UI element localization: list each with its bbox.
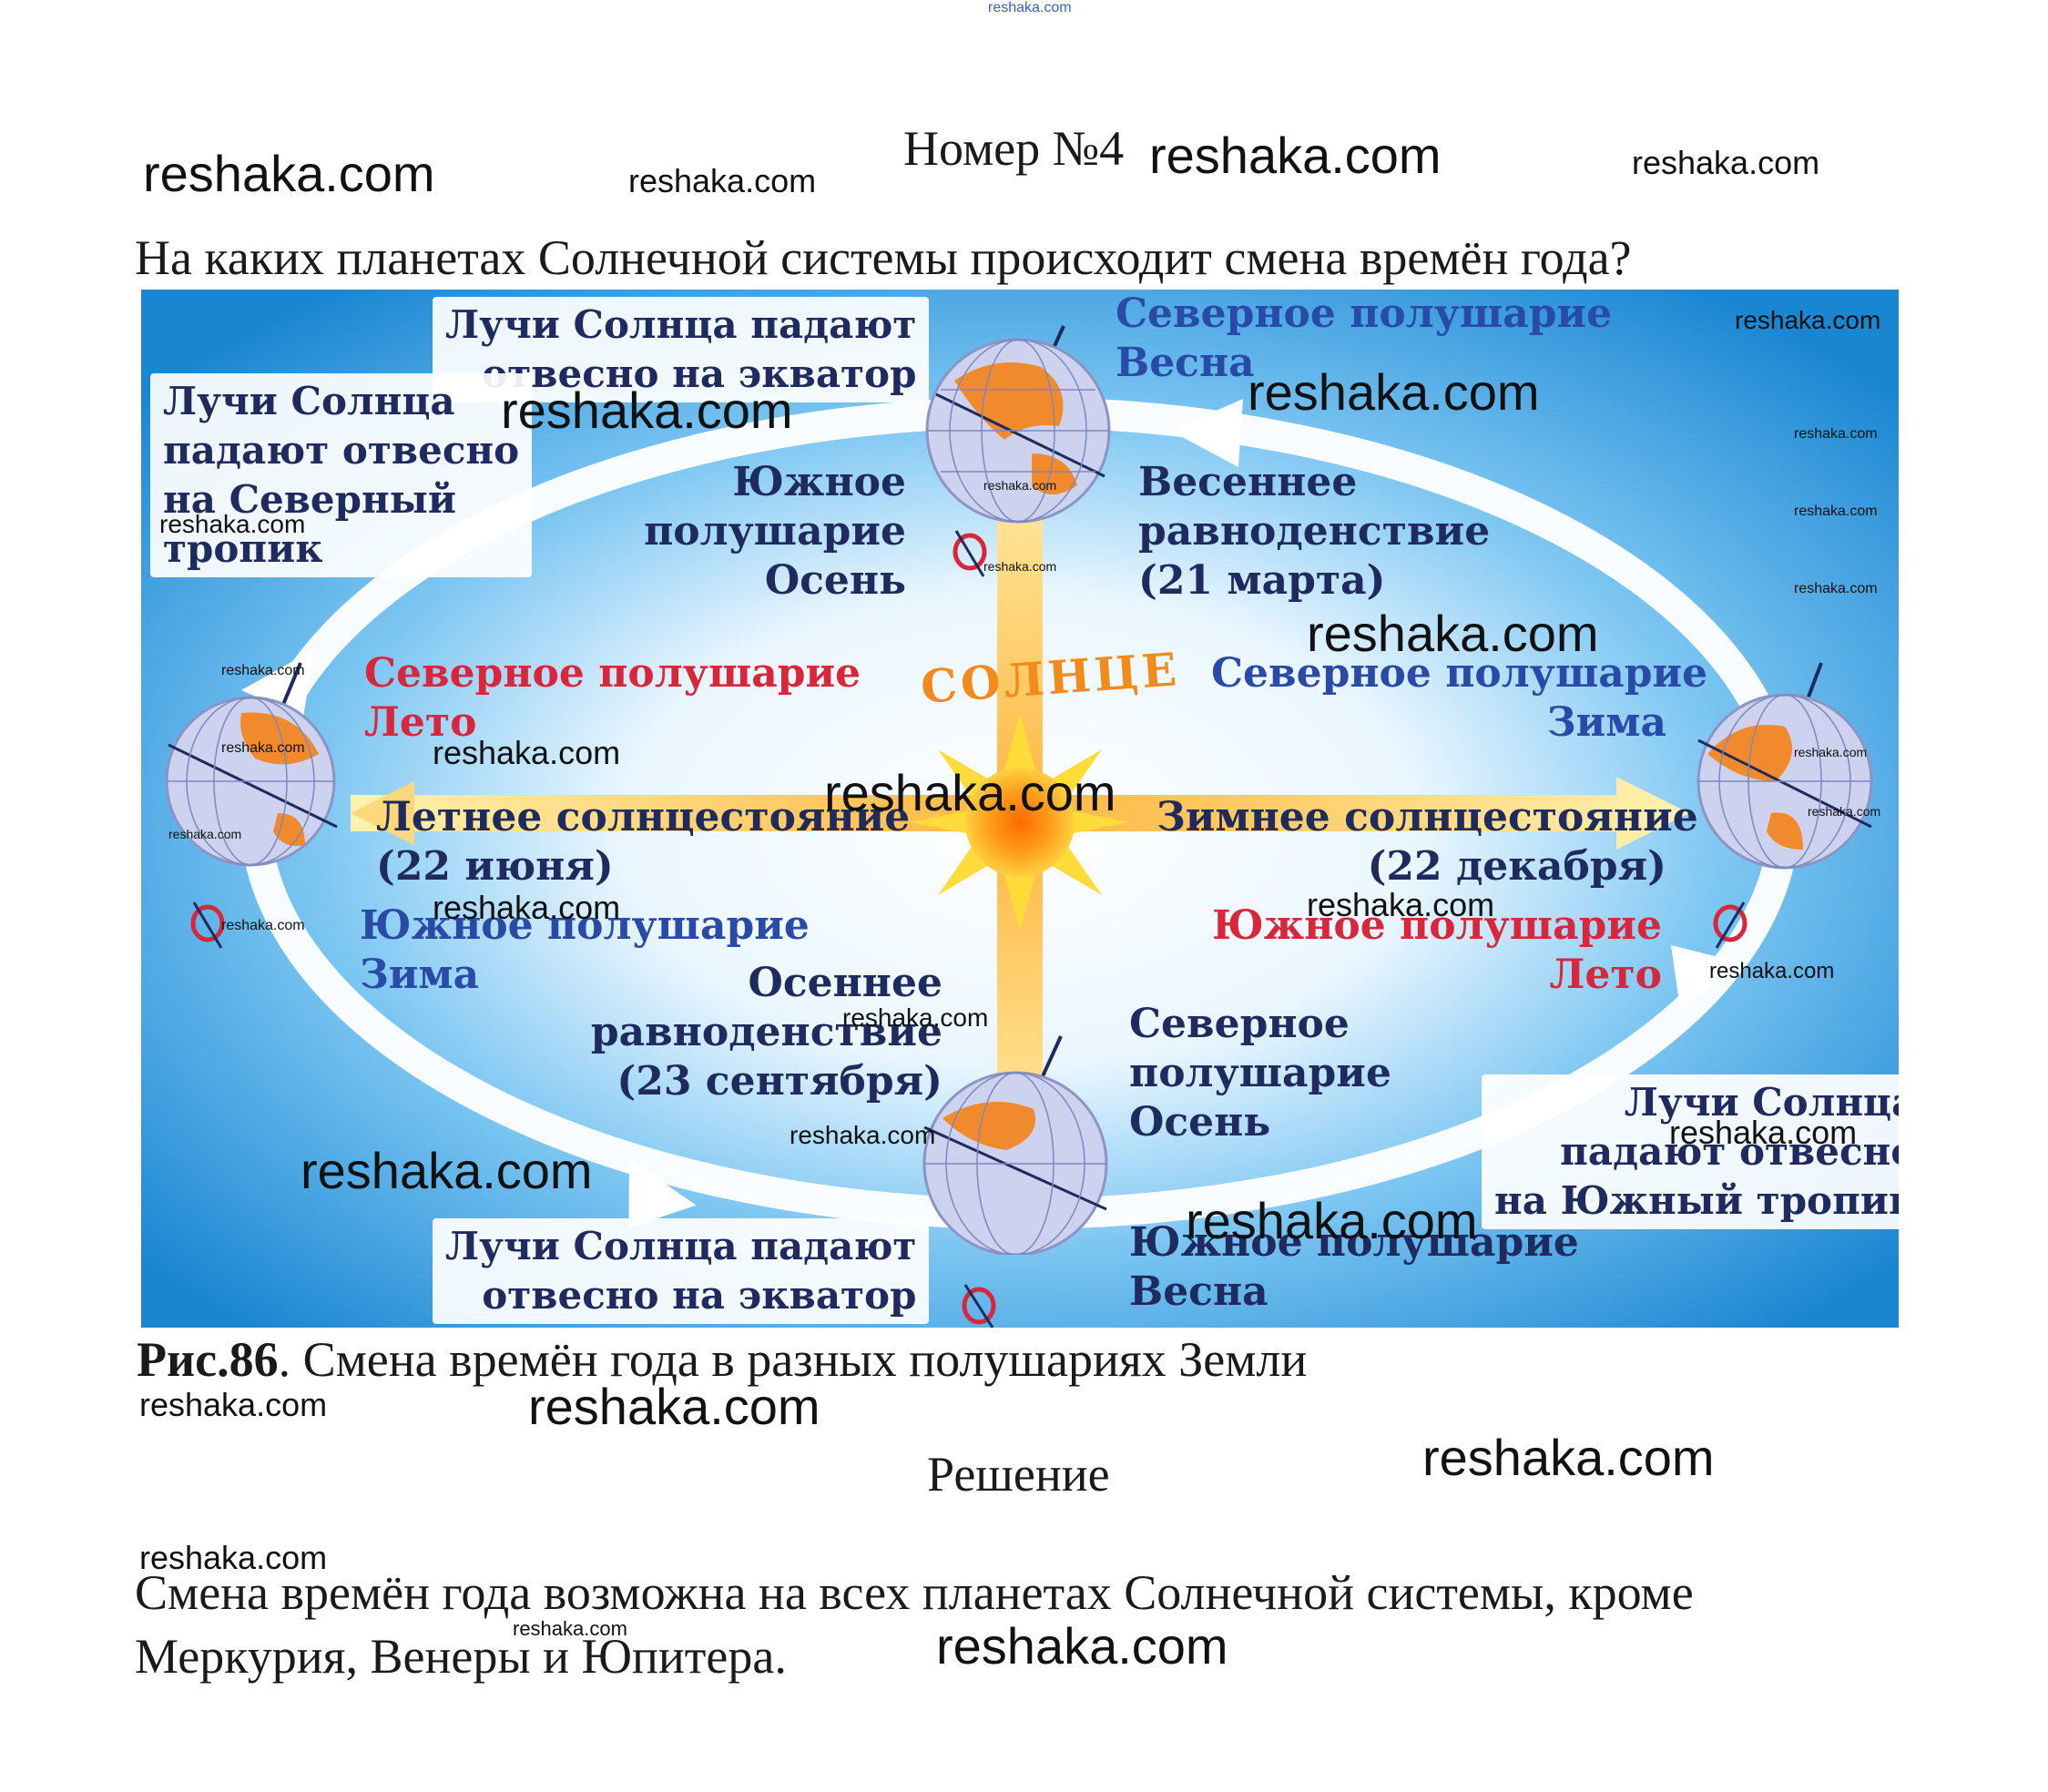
watermark: reshaka.com	[528, 1378, 820, 1435]
caption-text: . Смена времён года в разных полушариях …	[278, 1332, 1308, 1387]
watermark: reshaka.com	[1669, 1114, 1858, 1151]
watermark: reshaka.com	[221, 663, 305, 678]
watermark: reshaka.com	[1794, 426, 1878, 442]
watermark: reshaka.com	[1186, 1192, 1478, 1249]
watermark: reshaka.com	[513, 1617, 627, 1640]
watermark: reshaka.com	[1307, 605, 1599, 662]
watermark: reshaka.com	[501, 382, 793, 439]
watermark: reshaka.com	[139, 1386, 328, 1423]
watermark: reshaka.com	[168, 827, 242, 841]
watermark: reshaka.com	[433, 889, 621, 926]
answer-line-2: Меркурия, Венеры и Юпитера.	[135, 1629, 787, 1684]
watermark: reshaka.com	[842, 1003, 989, 1032]
watermark: reshaka.com	[221, 918, 305, 933]
watermark: reshaka.com	[983, 478, 1057, 493]
watermark: reshaka.com	[1632, 144, 1820, 181]
top-watermark: reshaka.com	[988, 0, 1072, 15]
orbit-marker-icon	[962, 1284, 996, 1328]
watermark: reshaka.com	[1794, 504, 1878, 519]
watermark: reshaka.com	[1735, 306, 1881, 334]
watermark: reshaka.com	[433, 734, 621, 771]
watermark: reshaka.com	[824, 764, 1116, 821]
question-text: На каких планетах Солнечной системы прои…	[135, 230, 1632, 285]
watermark: reshaka.com	[143, 145, 435, 202]
globe-summer-icon	[165, 662, 338, 867]
watermark: reshaka.com	[628, 162, 817, 199]
watermark: reshaka.com	[1794, 581, 1878, 596]
watermark: reshaka.com	[936, 1617, 1228, 1675]
figure-caption: Рис.86. Смена времён года в разных полуш…	[137, 1331, 1307, 1388]
orbit-marker-icon	[953, 530, 987, 577]
globe-autumn-icon	[922, 1035, 1108, 1255]
answer-line-1: Смена времён года возможна на всех плане…	[135, 1565, 1694, 1620]
watermark: reshaka.com	[159, 510, 306, 538]
summer-solstice-label: Летнее солнцестояние(22 июня)	[376, 794, 911, 890]
watermark: reshaka.com	[301, 1142, 593, 1199]
watermark: reshaka.com	[221, 740, 305, 756]
watermark: reshaka.com	[790, 1121, 936, 1149]
watermark: reshaka.com	[1248, 363, 1540, 421]
watermark: reshaka.com	[139, 1539, 328, 1576]
winter-solstice-label: Зимнее солнцестояние(22 декабря)	[1156, 794, 1698, 890]
watermark: reshaka.com	[1422, 1429, 1715, 1486]
watermark: reshaka.com	[1149, 127, 1442, 184]
number-title: Номер №4	[903, 121, 1125, 176]
watermark: reshaka.com	[1794, 745, 1868, 759]
globe-winter-icon	[1696, 662, 1873, 870]
orbit-marker-icon	[190, 901, 225, 949]
solution-heading: Решение	[927, 1447, 1110, 1502]
watermark: reshaka.com	[1709, 959, 1835, 983]
watermark: reshaka.com	[1808, 804, 1881, 819]
globe-spring-icon	[925, 325, 1111, 524]
orbit-marker-icon	[1713, 901, 1747, 949]
caption-number: Рис.86	[137, 1332, 279, 1387]
watermark: reshaka.com	[983, 559, 1057, 574]
watermark: reshaka.com	[1307, 886, 1495, 923]
